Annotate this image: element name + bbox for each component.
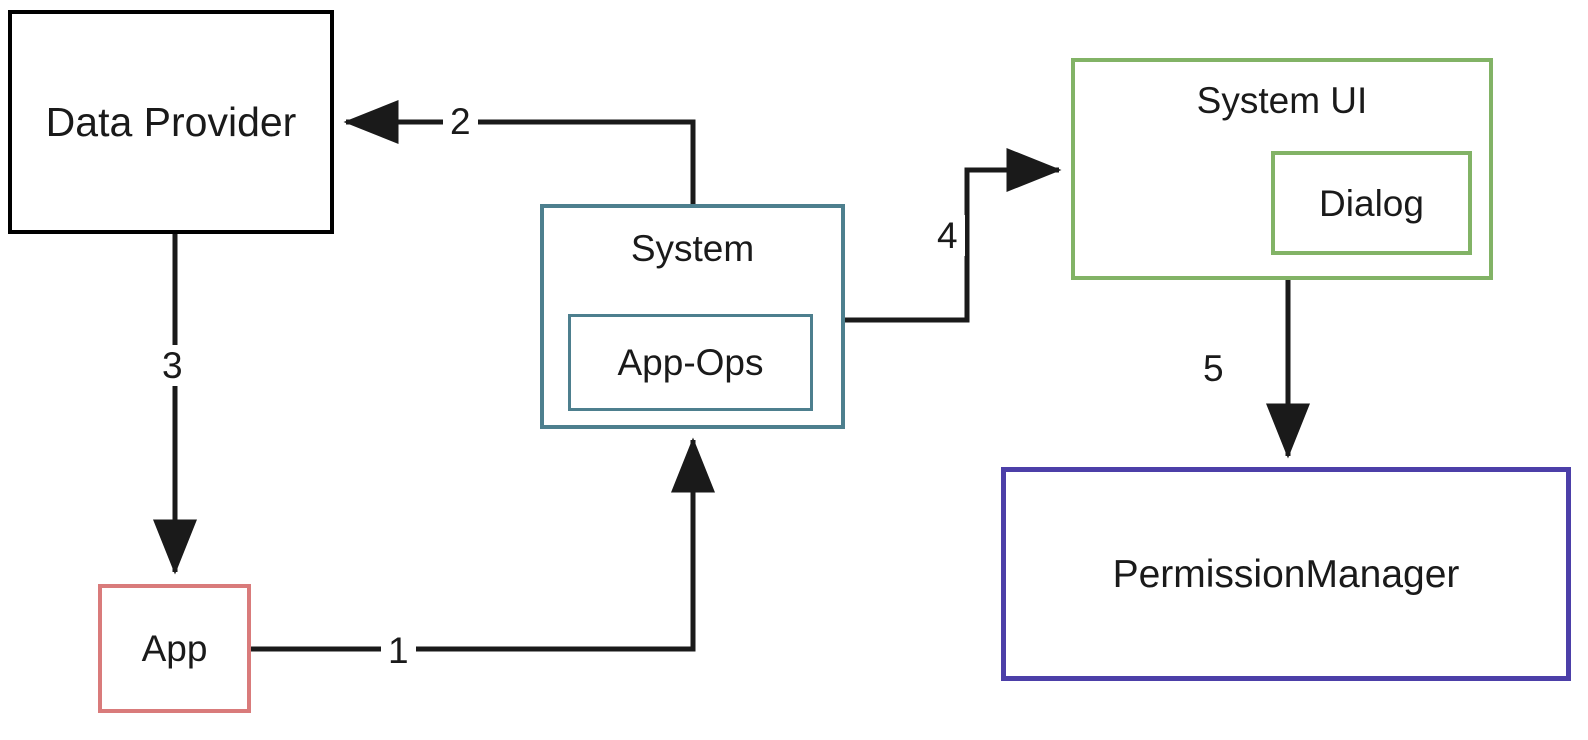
edge-1-label: 1 <box>381 630 416 671</box>
node-app[interactable]: App <box>98 584 251 713</box>
node-app-ops[interactable]: App-Ops <box>568 314 813 411</box>
edge-1-connector <box>251 437 715 652</box>
node-data-provider[interactable]: Data Provider <box>8 10 334 234</box>
node-permission-manager[interactable]: PermissionManager <box>1001 467 1571 681</box>
node-data-provider-label: Data Provider <box>45 98 297 145</box>
edge-2-connector <box>343 100 696 204</box>
edge-2-label: 2 <box>443 101 478 142</box>
edge-3-label: 3 <box>155 345 190 386</box>
edge-4-label: 4 <box>930 215 965 256</box>
node-dialog[interactable]: Dialog <box>1271 151 1472 255</box>
edge-5-label: 5 <box>1196 348 1231 389</box>
node-system-label: System <box>630 228 755 269</box>
node-system-ui-label: System UI <box>1196 80 1368 121</box>
node-permission-manager-label: PermissionManager <box>1112 552 1460 596</box>
node-app-ops-label: App-Ops <box>617 342 764 383</box>
node-dialog-label: Dialog <box>1319 182 1424 224</box>
node-app-label: App <box>141 628 208 669</box>
